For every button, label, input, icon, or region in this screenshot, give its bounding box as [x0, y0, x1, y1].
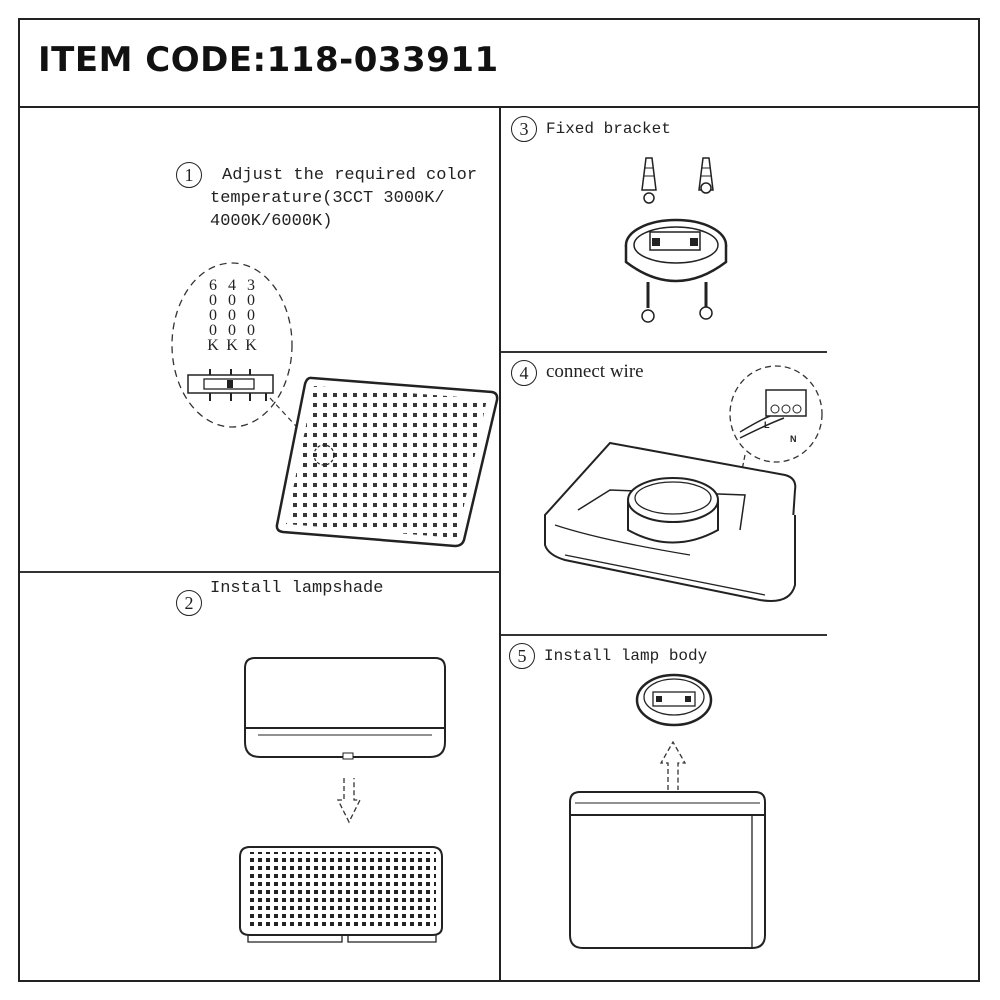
terminal-label-l: L — [764, 420, 770, 430]
connect-wire-drawing — [543, 365, 823, 602]
step-1-number: 1 — [176, 162, 202, 188]
label-char: K — [226, 337, 238, 354]
step-1-line-1: Adjust the required color — [222, 166, 478, 185]
divider-step3-step4 — [501, 351, 827, 353]
label-char: 0 — [209, 322, 217, 339]
switch-label-4000k: 4 0 0 0 K — [226, 277, 238, 354]
lamp-body-drawing — [569, 673, 766, 949]
label-char: 0 — [247, 292, 255, 309]
item-code-title: ITEM CODE:118-033911 — [38, 40, 499, 80]
step-1-line-3: 4000K/6000K) — [210, 212, 333, 231]
label-char: 4 — [228, 277, 236, 294]
column-divider — [499, 106, 501, 982]
switch-callout — [171, 262, 321, 453]
led-board-flat — [239, 846, 443, 943]
step-2: 2 — [176, 590, 210, 616]
step-5-number: 5 — [509, 643, 535, 669]
step-3: 3 — [511, 116, 545, 142]
divider-step4-step5 — [501, 634, 827, 636]
divider-step1-step2 — [20, 571, 500, 573]
label-char: 0 — [247, 307, 255, 324]
label-char: 6 — [209, 277, 217, 294]
step-5-text: Install lamp body — [544, 647, 708, 665]
label-char: K — [207, 337, 219, 354]
label-char: 0 — [228, 322, 236, 339]
step-4-text: connect wire — [546, 361, 644, 382]
label-char: 0 — [228, 307, 236, 324]
switch-label-6000k: 6 0 0 0 K — [207, 277, 219, 354]
label-char: K — [245, 337, 257, 354]
label-char: 3 — [247, 277, 255, 294]
switch-label-3000k: 3 0 0 0 K — [245, 277, 257, 354]
led-board — [275, 376, 499, 548]
step-1-line-2: temperature(3CCT 3000K/ — [210, 189, 445, 208]
step-4-number: 4 — [511, 360, 537, 386]
step-3-text: Fixed bracket — [546, 120, 671, 138]
step-3-number: 3 — [511, 116, 537, 142]
step-4: 4 — [511, 360, 545, 386]
step-1: 1 — [176, 162, 210, 188]
terminal-label-n: N — [790, 434, 797, 444]
label-char: 0 — [209, 307, 217, 324]
step-2-number: 2 — [176, 590, 202, 616]
step-5: 5 — [509, 643, 543, 669]
label-char: 0 — [209, 292, 217, 309]
step-2-text: Install lampshade — [210, 579, 384, 598]
label-char: 0 — [228, 292, 236, 309]
lampshade-drawing — [244, 657, 446, 824]
step-1-text: Adjust the required color temperature(3C… — [210, 164, 477, 233]
label-char: 0 — [247, 322, 255, 339]
fixed-bracket-drawing — [624, 157, 728, 323]
